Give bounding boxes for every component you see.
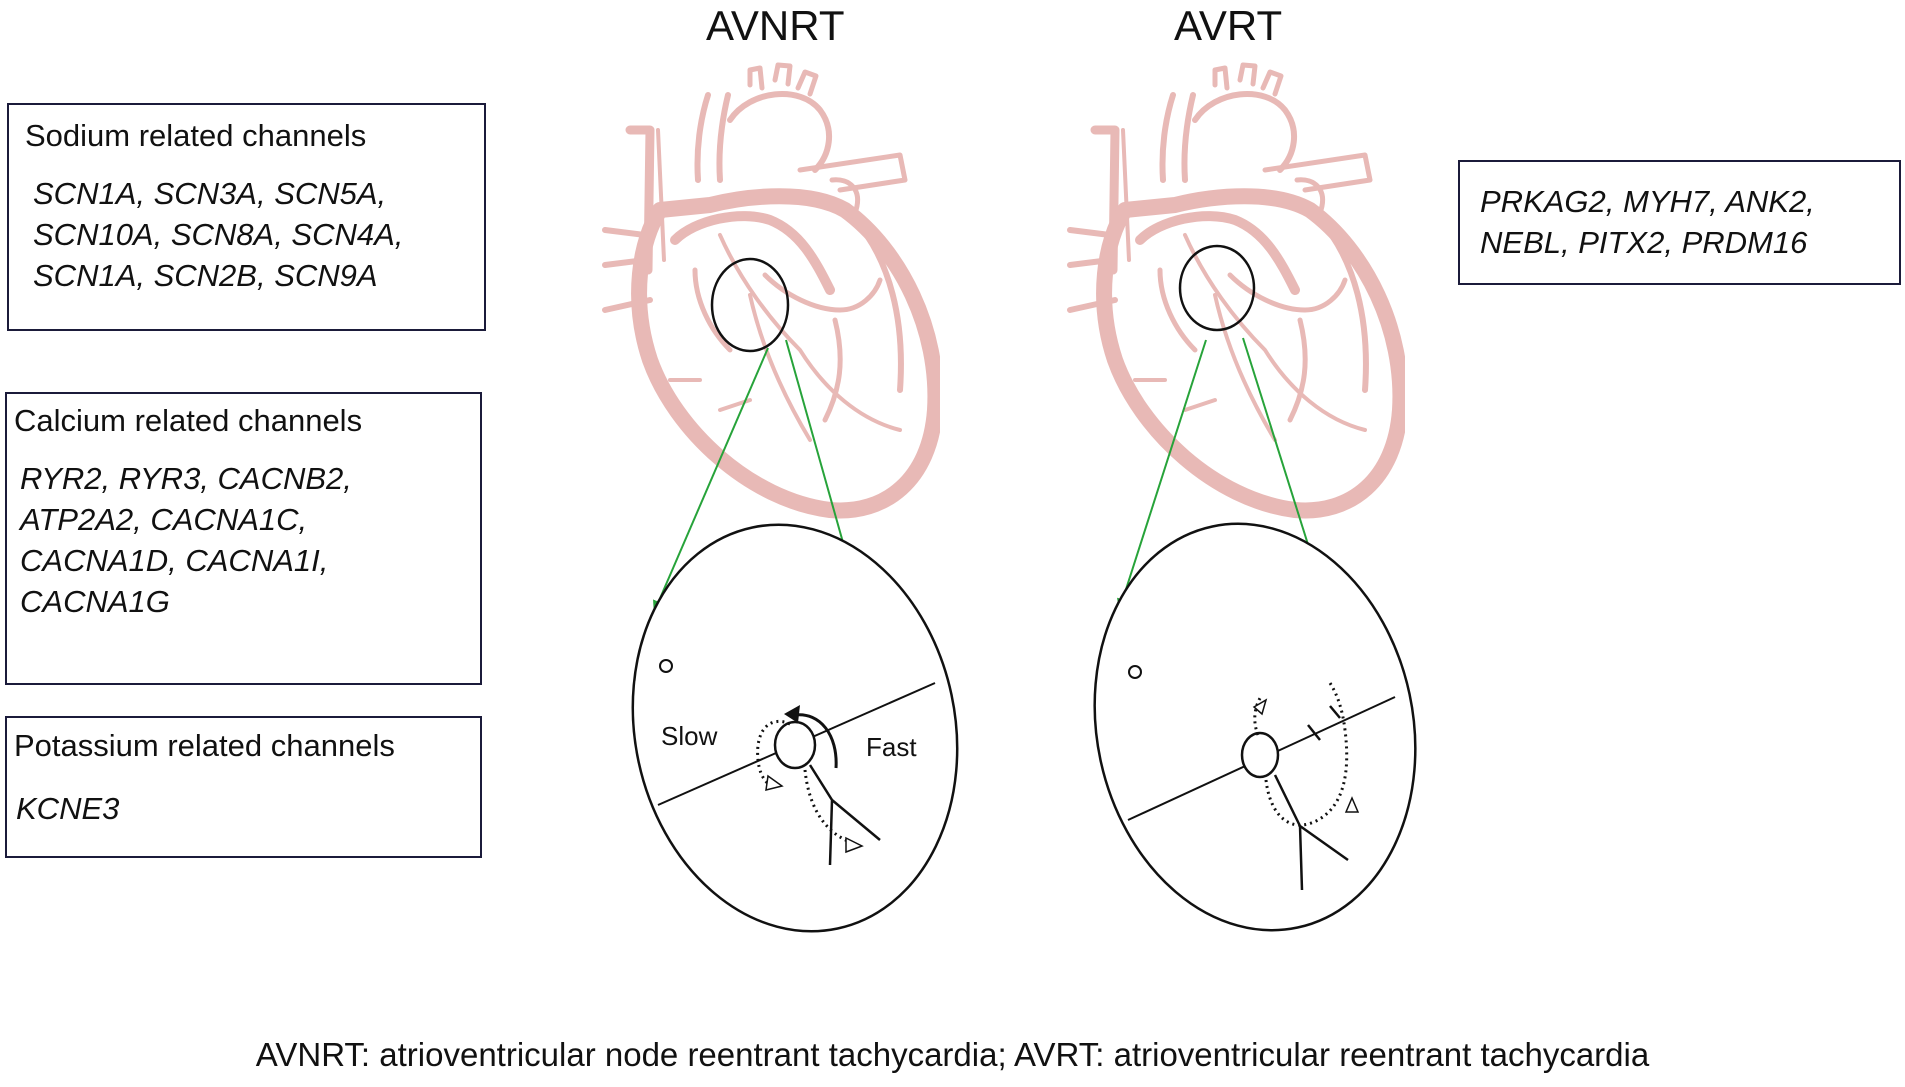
- zoom-circle-avrt: [1178, 244, 1256, 332]
- sodium-channels-box: Sodium related channels SCN1A, SCN3A, SC…: [7, 103, 486, 331]
- small-circle-icon: [1128, 665, 1142, 679]
- green-arrow-left: [653, 347, 769, 613]
- avrt-genes-box: PRKAG2, MYH7, ANK2, NEBL, PITX2, PRDM16: [1458, 160, 1901, 285]
- avrt-inset: [1093, 522, 1417, 932]
- potassium-gene-line: KCNE3: [16, 791, 120, 826]
- sodium-gene-list: SCN1A, SCN3A, SCN5A, SCN10A, SCN8A, SCN4…: [33, 173, 403, 296]
- sodium-heading: Sodium related channels: [25, 118, 367, 153]
- fast-label: Fast: [866, 732, 917, 762]
- green-arrow-right: [1117, 339, 1207, 611]
- zoom-circle-avnrt: [710, 257, 790, 353]
- calcium-gene-list: RYR2, RYR3, CACNB2, ATP2A2, CACNA1C, CAC…: [20, 458, 352, 622]
- small-circle-icon: [659, 659, 673, 673]
- calcium-gene-line: CACNA1G: [20, 584, 170, 619]
- calcium-gene-line: ATP2A2, CACNA1C,: [20, 502, 308, 537]
- potassium-channels-box: Potassium related channels KCNE3: [5, 716, 482, 858]
- sodium-gene-line: SCN1A, SCN3A, SCN5A,: [33, 176, 387, 211]
- slow-label: Slow: [661, 721, 718, 751]
- av-node: [1240, 731, 1280, 779]
- avrt-gene-line: PRKAG2, MYH7, ANK2,: [1480, 184, 1815, 219]
- av-node: [773, 720, 817, 770]
- potassium-gene-list: KCNE3: [16, 788, 119, 829]
- heart-illustration-avnrt: [605, 65, 935, 510]
- avnrt-title: AVNRT: [706, 2, 845, 49]
- heart-illustration-avrt: [1070, 65, 1400, 510]
- rotation-arrow-icon: [784, 705, 800, 723]
- avrt-title: AVRT: [1174, 2, 1283, 49]
- sodium-gene-line: SCN10A, SCN8A, SCN4A,: [33, 217, 404, 252]
- calcium-gene-line: CACNA1D, CACNA1I,: [20, 543, 329, 578]
- avrt-gene-list: PRKAG2, MYH7, ANK2, NEBL, PITX2, PRDM16: [1480, 181, 1815, 263]
- avrt-gene-line: NEBL, PITX2, PRDM16: [1480, 225, 1808, 260]
- figure-caption: AVNRT: atrioventricular node reentrant t…: [255, 1036, 1650, 1073]
- calcium-channels-box: Calcium related channels RYR2, RYR3, CAC…: [5, 392, 482, 685]
- calcium-gene-line: RYR2, RYR3, CACNB2,: [20, 461, 352, 496]
- calcium-heading: Calcium related channels: [14, 403, 363, 438]
- sodium-gene-line: SCN1A, SCN2B, SCN9A: [33, 258, 378, 293]
- potassium-heading: Potassium related channels: [14, 728, 395, 763]
